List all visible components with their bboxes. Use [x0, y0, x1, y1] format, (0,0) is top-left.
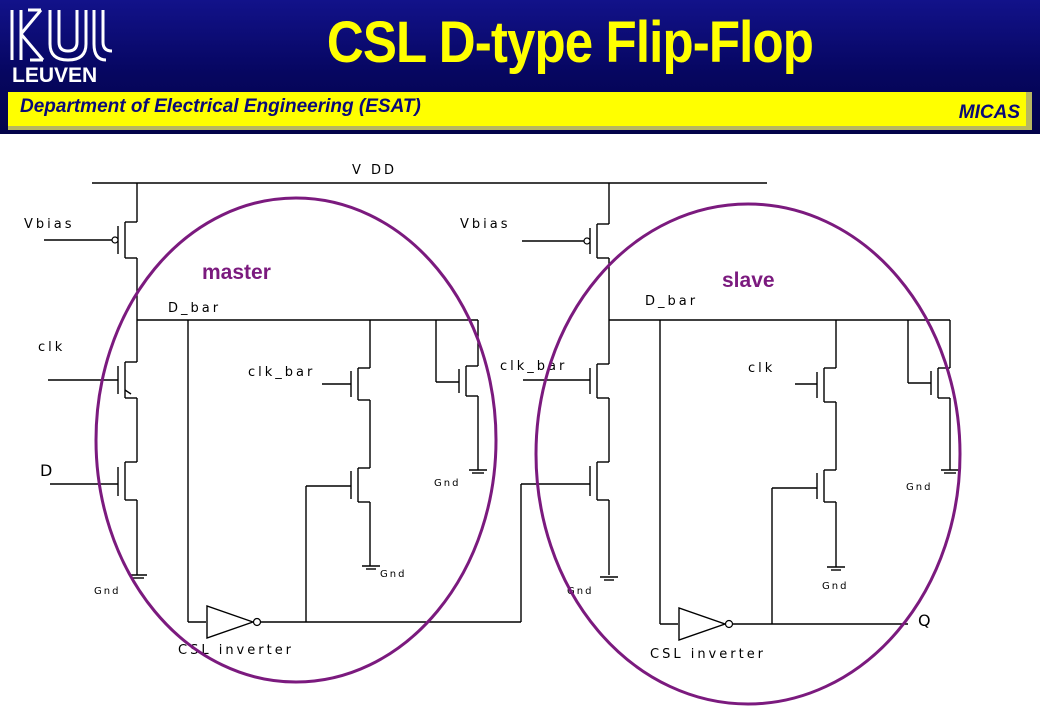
- master-load-nmos: [435, 320, 479, 470]
- slide-title: CSL D-type Flip-Flop: [326, 10, 814, 75]
- svg-text:LEUVEN: LEUVEN: [12, 64, 97, 87]
- master-gnd-left-label: Gnd: [94, 586, 120, 597]
- slave-vbias-pmos: [522, 183, 610, 320]
- master-dbar-label: D_bar: [168, 301, 221, 316]
- slave-clk-nmos: [795, 320, 837, 470]
- slave-d-nmos: [520, 461, 610, 622]
- slave-gnd-right-label: Gnd: [906, 482, 932, 493]
- ku-leuven-logo: LEUVEN: [10, 8, 113, 87]
- master-vbias-label: Vbias: [24, 217, 75, 232]
- master-clkbar-nmos: [322, 320, 371, 468]
- department-label: Department of Electrical Engineering (ES…: [20, 96, 421, 117]
- master-feedback-nmos: [305, 467, 371, 622]
- master-clk-nmos: [48, 320, 138, 462]
- slave-gnd-right-symbol: [941, 469, 959, 474]
- slave-inverter-label: CSL inverter: [650, 647, 766, 662]
- slave-gnd-left-label: Gnd: [567, 586, 593, 597]
- master-vbias-pmos: [44, 183, 138, 320]
- slave-feedback-nmos: [771, 469, 837, 624]
- master-csl-inverter: [206, 605, 262, 639]
- slave-clk-label: clk: [748, 361, 775, 376]
- slave-vbias-label: Vbias: [460, 217, 511, 232]
- master-clkbar-label: clk_bar: [248, 365, 315, 380]
- slave-gnd-mid-symbol: [827, 566, 845, 571]
- slave-gnd-mid-label: Gnd: [822, 581, 848, 592]
- department-bar: [8, 92, 1032, 130]
- slave-load-nmos: [907, 320, 951, 470]
- slave-clkbar-nmos: [523, 320, 610, 462]
- master-gnd-mid-label: Gnd: [380, 569, 406, 580]
- master-gnd-right-symbol: [469, 469, 487, 474]
- group-label: MICAS: [958, 102, 1020, 123]
- slave-dbar-label: D_bar: [645, 294, 698, 309]
- master-d-nmos: [50, 461, 138, 575]
- master-section-label: master: [202, 261, 271, 284]
- slave-csl-inverter: [678, 607, 734, 641]
- slave-outline: [534, 202, 962, 706]
- slave-section-label: slave: [722, 269, 775, 292]
- master-d-label: D: [40, 461, 52, 480]
- slave-clkbar-label: clk_bar: [500, 359, 567, 374]
- master-clk-label: clk: [38, 340, 65, 355]
- master-gnd-right-label: Gnd: [434, 478, 460, 489]
- vdd-label: V DD: [352, 163, 397, 178]
- slave-gnd-left-symbol: [600, 576, 618, 581]
- master-gnd-left-symbol: [129, 574, 147, 579]
- q-output-label: Q: [918, 611, 931, 630]
- master-inverter-label: CSL inverter: [178, 643, 294, 658]
- master-outline: [94, 196, 498, 684]
- master-gnd-mid-symbol: [362, 565, 380, 570]
